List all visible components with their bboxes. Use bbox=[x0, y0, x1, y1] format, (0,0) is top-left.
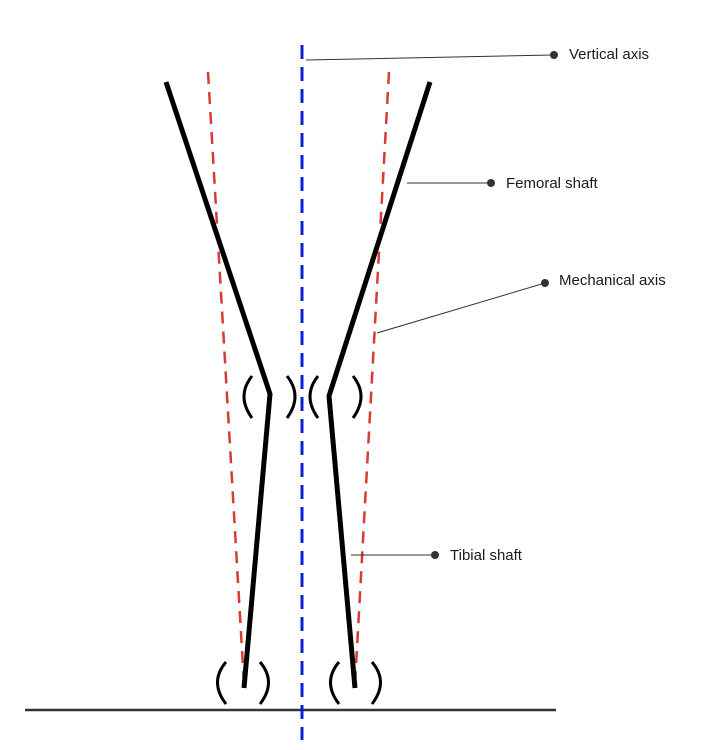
vertical-axis-dot bbox=[550, 51, 558, 59]
right-knee-joint bbox=[308, 375, 363, 419]
femoral-shaft-label: Femoral shaft bbox=[506, 175, 599, 192]
right-leg-bone bbox=[326, 81, 433, 689]
tibial-shaft-dot bbox=[431, 551, 439, 559]
vertical-axis-callout: Vertical axis bbox=[305, 46, 649, 63]
mechanical-axis-callout: Mechanical axis bbox=[376, 272, 666, 334]
femoral-shaft-callout: Femoral shaft bbox=[407, 175, 599, 192]
mechanical-axis-label: Mechanical axis bbox=[559, 272, 666, 289]
right-mechanical-axis-line bbox=[353, 71, 391, 685]
tibial-shaft-callout: Tibial shaft bbox=[351, 547, 523, 564]
tibial-shaft-label: Tibial shaft bbox=[450, 547, 523, 564]
vertical-axis-label: Vertical axis bbox=[569, 46, 649, 63]
left-leg-bone bbox=[163, 81, 273, 689]
left-knee-joint bbox=[242, 375, 297, 419]
mechanical-axis-dot bbox=[541, 279, 549, 287]
right-ankle-joint bbox=[329, 661, 382, 705]
femoral-shaft-dot bbox=[487, 179, 495, 187]
left-mechanical-axis-line bbox=[206, 71, 246, 685]
left-ankle-joint bbox=[216, 661, 270, 705]
